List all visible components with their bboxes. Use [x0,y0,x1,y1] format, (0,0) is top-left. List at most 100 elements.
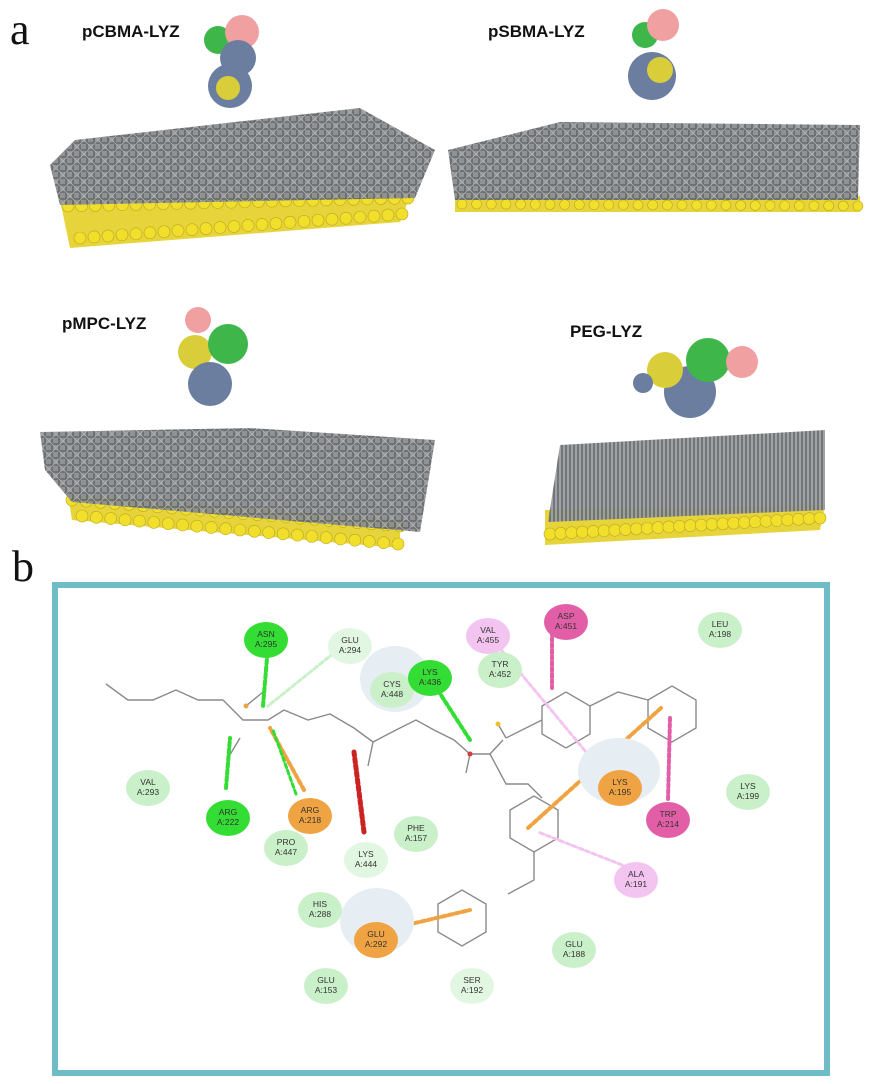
gold-atom [325,212,339,226]
gold-atom [276,527,290,541]
gold-atom [255,218,269,231]
residue-name: LEU [711,619,729,630]
residue-number: A:188 [562,949,586,959]
lysozyme-protein [178,307,248,406]
residue-name: LYS [422,667,438,678]
gold-atom [823,200,834,212]
gold-atom [75,509,89,523]
gold-atom [662,199,673,211]
residue-number: A:198 [708,629,732,639]
sim-title-psbma: pSBMA-LYZ [488,22,585,41]
gold-atom [618,199,629,211]
residue-name: ASN [257,629,275,640]
residue-name: SER [463,975,481,986]
gold-atom [471,198,482,210]
residue-name: TYR [491,659,509,670]
residue-name: TRP [659,809,677,820]
gold-atom [781,513,794,527]
residue-name: VAL [140,777,156,788]
residue-name: ARG [300,805,320,816]
gold-atom [395,207,409,221]
gold-atom [219,522,232,536]
gold-atom [161,517,175,530]
gold-atom [248,524,261,538]
gold-atom [500,198,512,210]
gold-atom [640,521,654,535]
gold-atom [241,219,255,232]
residue-name: ASP [557,611,575,622]
gold-atom [377,536,390,550]
residue-number: A:452 [488,669,512,679]
gold-atom [559,199,570,210]
gold-atom [530,199,541,210]
gold-atom [759,514,773,528]
gold-atom [565,526,578,540]
gold-atom [339,211,353,225]
lysozyme-protein [204,15,259,108]
gold-atom [838,200,849,212]
residue-name: GLU [367,929,385,940]
residue-number: A:448 [380,689,404,699]
gold-atom [319,531,333,544]
sim-psbma [448,9,864,212]
gold-atom [813,511,827,525]
gold-atom [554,527,568,540]
gold-atom [619,523,632,536]
residue-name: PRO [276,837,296,848]
lysozyme-protein [628,9,679,100]
residue-number: A:455 [476,635,500,645]
gold-atom [233,523,247,537]
gold-atom [87,230,101,244]
residue-number: A:444 [354,859,378,869]
residue-name: GLU [341,635,359,646]
residue-number: A:295 [254,639,278,649]
sim-title-peg: PEG-LYZ [570,322,643,341]
gold-atom [770,514,784,527]
residue-name: GLU [317,975,335,986]
residue-number: A:157 [404,833,428,843]
gold-atom [190,519,204,533]
residue-name: VAL [480,625,496,636]
gold-atom [792,512,805,526]
gold-atom [750,200,761,211]
gold-atom [348,533,362,547]
gold-atom [204,521,218,534]
gold-atom [305,530,319,543]
gold-atom [576,525,589,539]
gold-atom [676,199,688,211]
gold-atom [802,512,816,525]
polymer-brush [40,428,435,532]
gold-atom [486,198,497,210]
gold-atom [101,229,115,243]
gold-atom [269,217,283,230]
gold-atom [515,198,526,210]
gold-atom [574,199,585,210]
gold-atom [720,200,732,211]
residue-name: LYS [612,777,628,788]
panel-a-simulations [40,9,864,551]
